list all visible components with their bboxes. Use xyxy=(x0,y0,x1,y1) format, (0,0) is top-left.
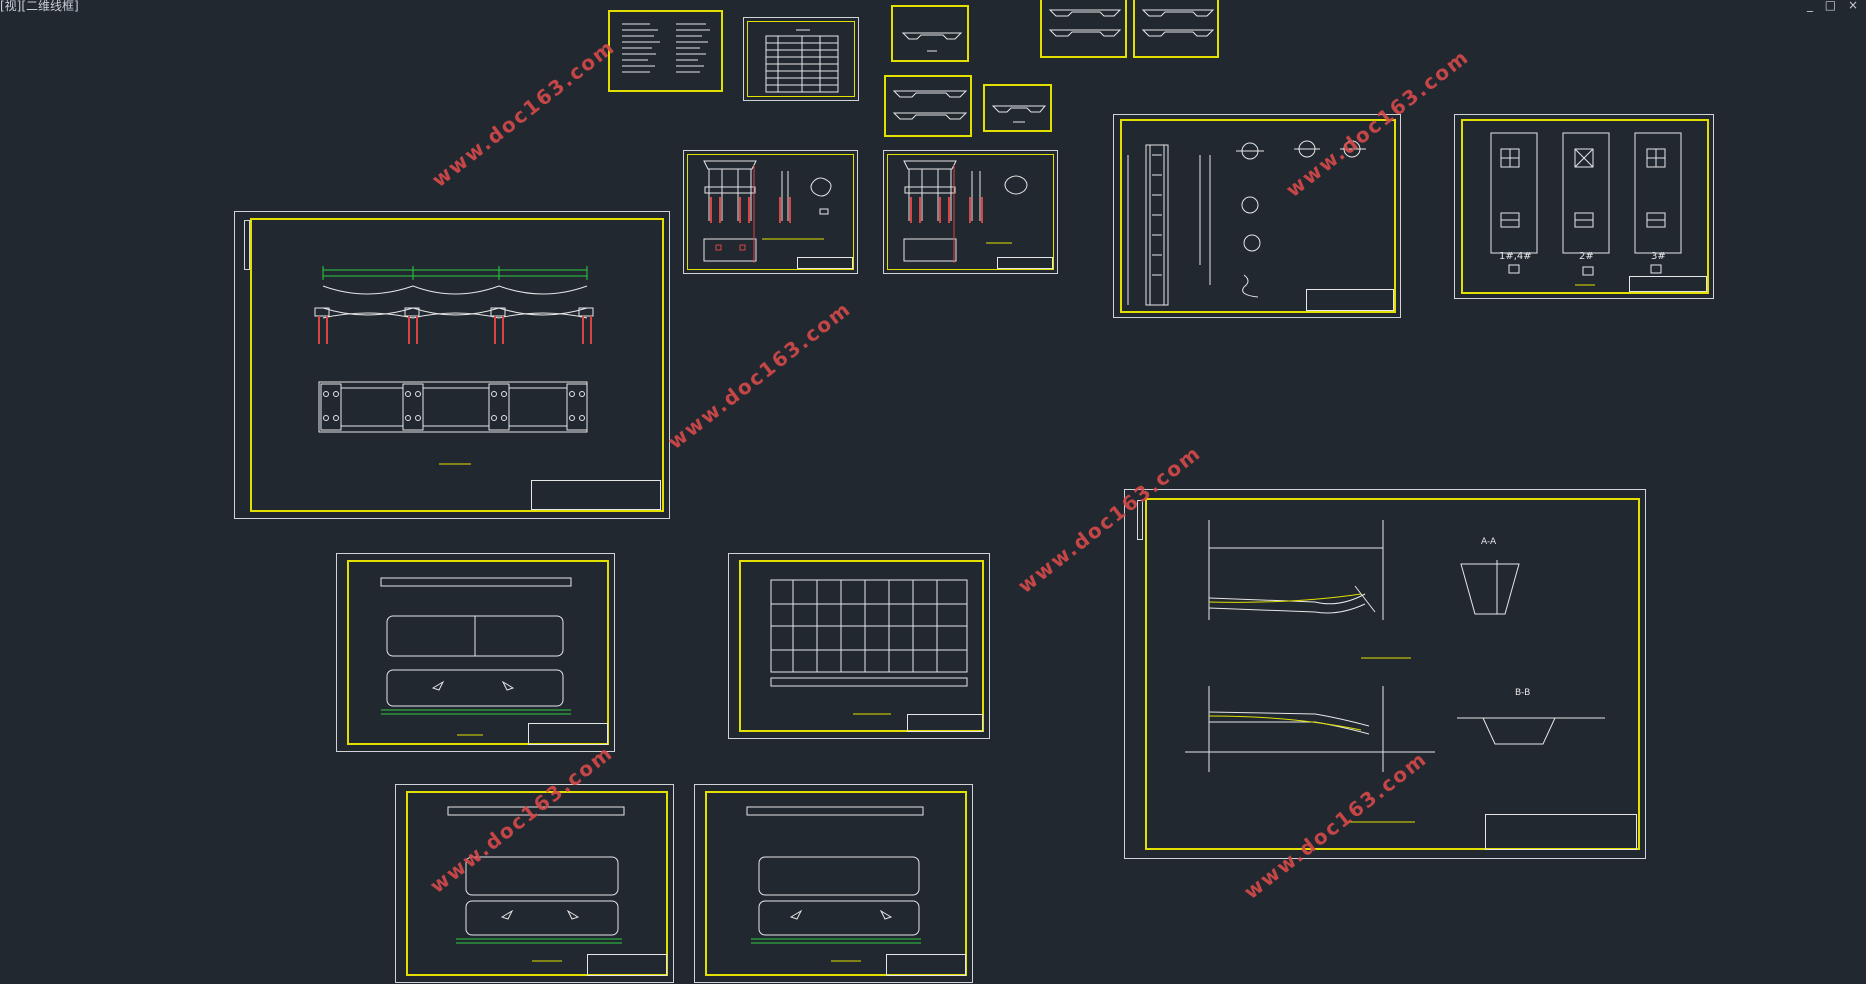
sheet-pier-detail-2[interactable] xyxy=(883,150,1058,274)
section-label-aa: A-A xyxy=(1481,537,1497,547)
window-controls[interactable]: _ □ × xyxy=(1807,0,1862,12)
sheet-section-a[interactable] xyxy=(891,5,969,62)
pier-label-1-4: 1#,4# xyxy=(1499,251,1532,262)
sheet-deck-layout[interactable] xyxy=(728,553,990,739)
sheet-notes[interactable] xyxy=(608,10,723,92)
sheet-anchorage-detail[interactable]: A-A B-B xyxy=(1124,489,1646,859)
box-girder-sections-2 xyxy=(1141,9,1215,37)
pier-elevation xyxy=(703,160,832,263)
foundation-plan-drawings xyxy=(1490,132,1682,286)
viewport-label[interactable]: [视][二维线框] xyxy=(0,0,79,13)
restore-icon[interactable]: □ xyxy=(1824,0,1841,12)
sheet-girder-1[interactable] xyxy=(336,553,615,752)
sheet-girder-3[interactable] xyxy=(694,784,973,983)
box-girder-section xyxy=(901,32,963,52)
box-girder-sections xyxy=(1048,9,1122,37)
bridge-elevation-and-plan xyxy=(314,266,594,465)
pier-elevation-2 xyxy=(903,160,1028,263)
sheet-bridge-layout[interactable] xyxy=(234,211,670,519)
watermark-1: www.doc163.com xyxy=(427,34,620,192)
sheet-table[interactable] xyxy=(743,17,859,101)
quantity-table xyxy=(765,29,839,93)
deck-grid xyxy=(770,579,968,715)
watermark-2: www.doc163.com xyxy=(663,296,856,454)
girder-elevation-plan-2 xyxy=(447,806,625,962)
box-girder-sections-3 xyxy=(892,90,968,120)
sheet-pile-reinforcement[interactable] xyxy=(1113,114,1401,318)
notes-text-block xyxy=(622,23,710,73)
box-girder-section-4 xyxy=(991,105,1047,123)
girder-elevation-plan xyxy=(380,577,572,736)
minimize-icon[interactable]: _ xyxy=(1806,0,1817,12)
sheet-foundation-plans[interactable]: 1#,4# 2# 3# xyxy=(1454,114,1714,299)
girder-elevation-plan-3 xyxy=(746,806,924,962)
pier-label-3: 3# xyxy=(1651,251,1666,262)
close-icon[interactable]: × xyxy=(1847,0,1862,12)
sheet-pier-detail-1[interactable] xyxy=(683,150,858,274)
pile-elevation-and-sections xyxy=(1127,140,1366,306)
sheet-section-d[interactable] xyxy=(884,75,972,137)
pier-label-2: 2# xyxy=(1579,251,1594,262)
section-label-bb: B-B xyxy=(1515,688,1531,698)
sheet-section-e[interactable] xyxy=(983,84,1052,132)
anchorage-drawings xyxy=(1185,520,1605,823)
sheet-section-b[interactable] xyxy=(1040,0,1127,58)
sheet-section-c[interactable] xyxy=(1133,0,1219,58)
